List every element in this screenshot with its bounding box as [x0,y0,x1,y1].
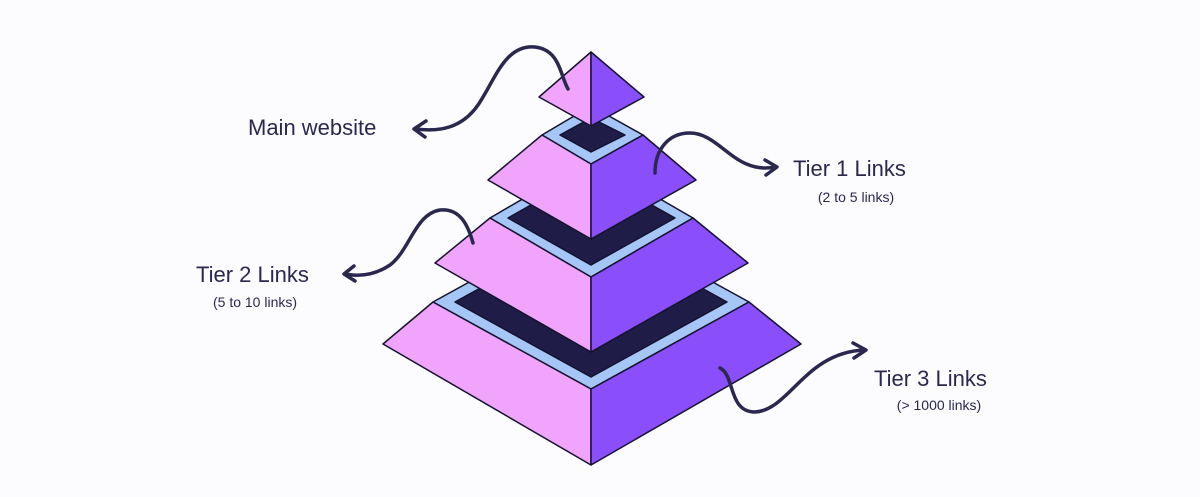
right-face [590,134,697,240]
tier-1-label: Tier 1 Links [793,156,906,181]
tier-3-arrow [718,341,868,414]
tier-1-slab [487,105,697,240]
left-face [538,51,592,127]
right-face [590,51,645,127]
main-website-arrow [412,45,570,139]
tier-2-label: Tier 2 Links [196,262,309,287]
top-inner [559,117,626,153]
tier-1-arrow [653,131,779,177]
right-face [590,301,802,466]
main-website-label: Main website [248,115,377,140]
tier-3-label: Tier 3 Links [874,366,987,391]
main-website-cap [538,51,645,127]
tier-1-sublabel: (2 to 5 links) [817,189,895,205]
tier-2-sublabel: (5 to 10 links) [212,294,298,310]
right-face [590,217,749,353]
tier-2-arrow [342,208,475,283]
tier-3-sublabel: (> 1000 links) [896,397,982,413]
